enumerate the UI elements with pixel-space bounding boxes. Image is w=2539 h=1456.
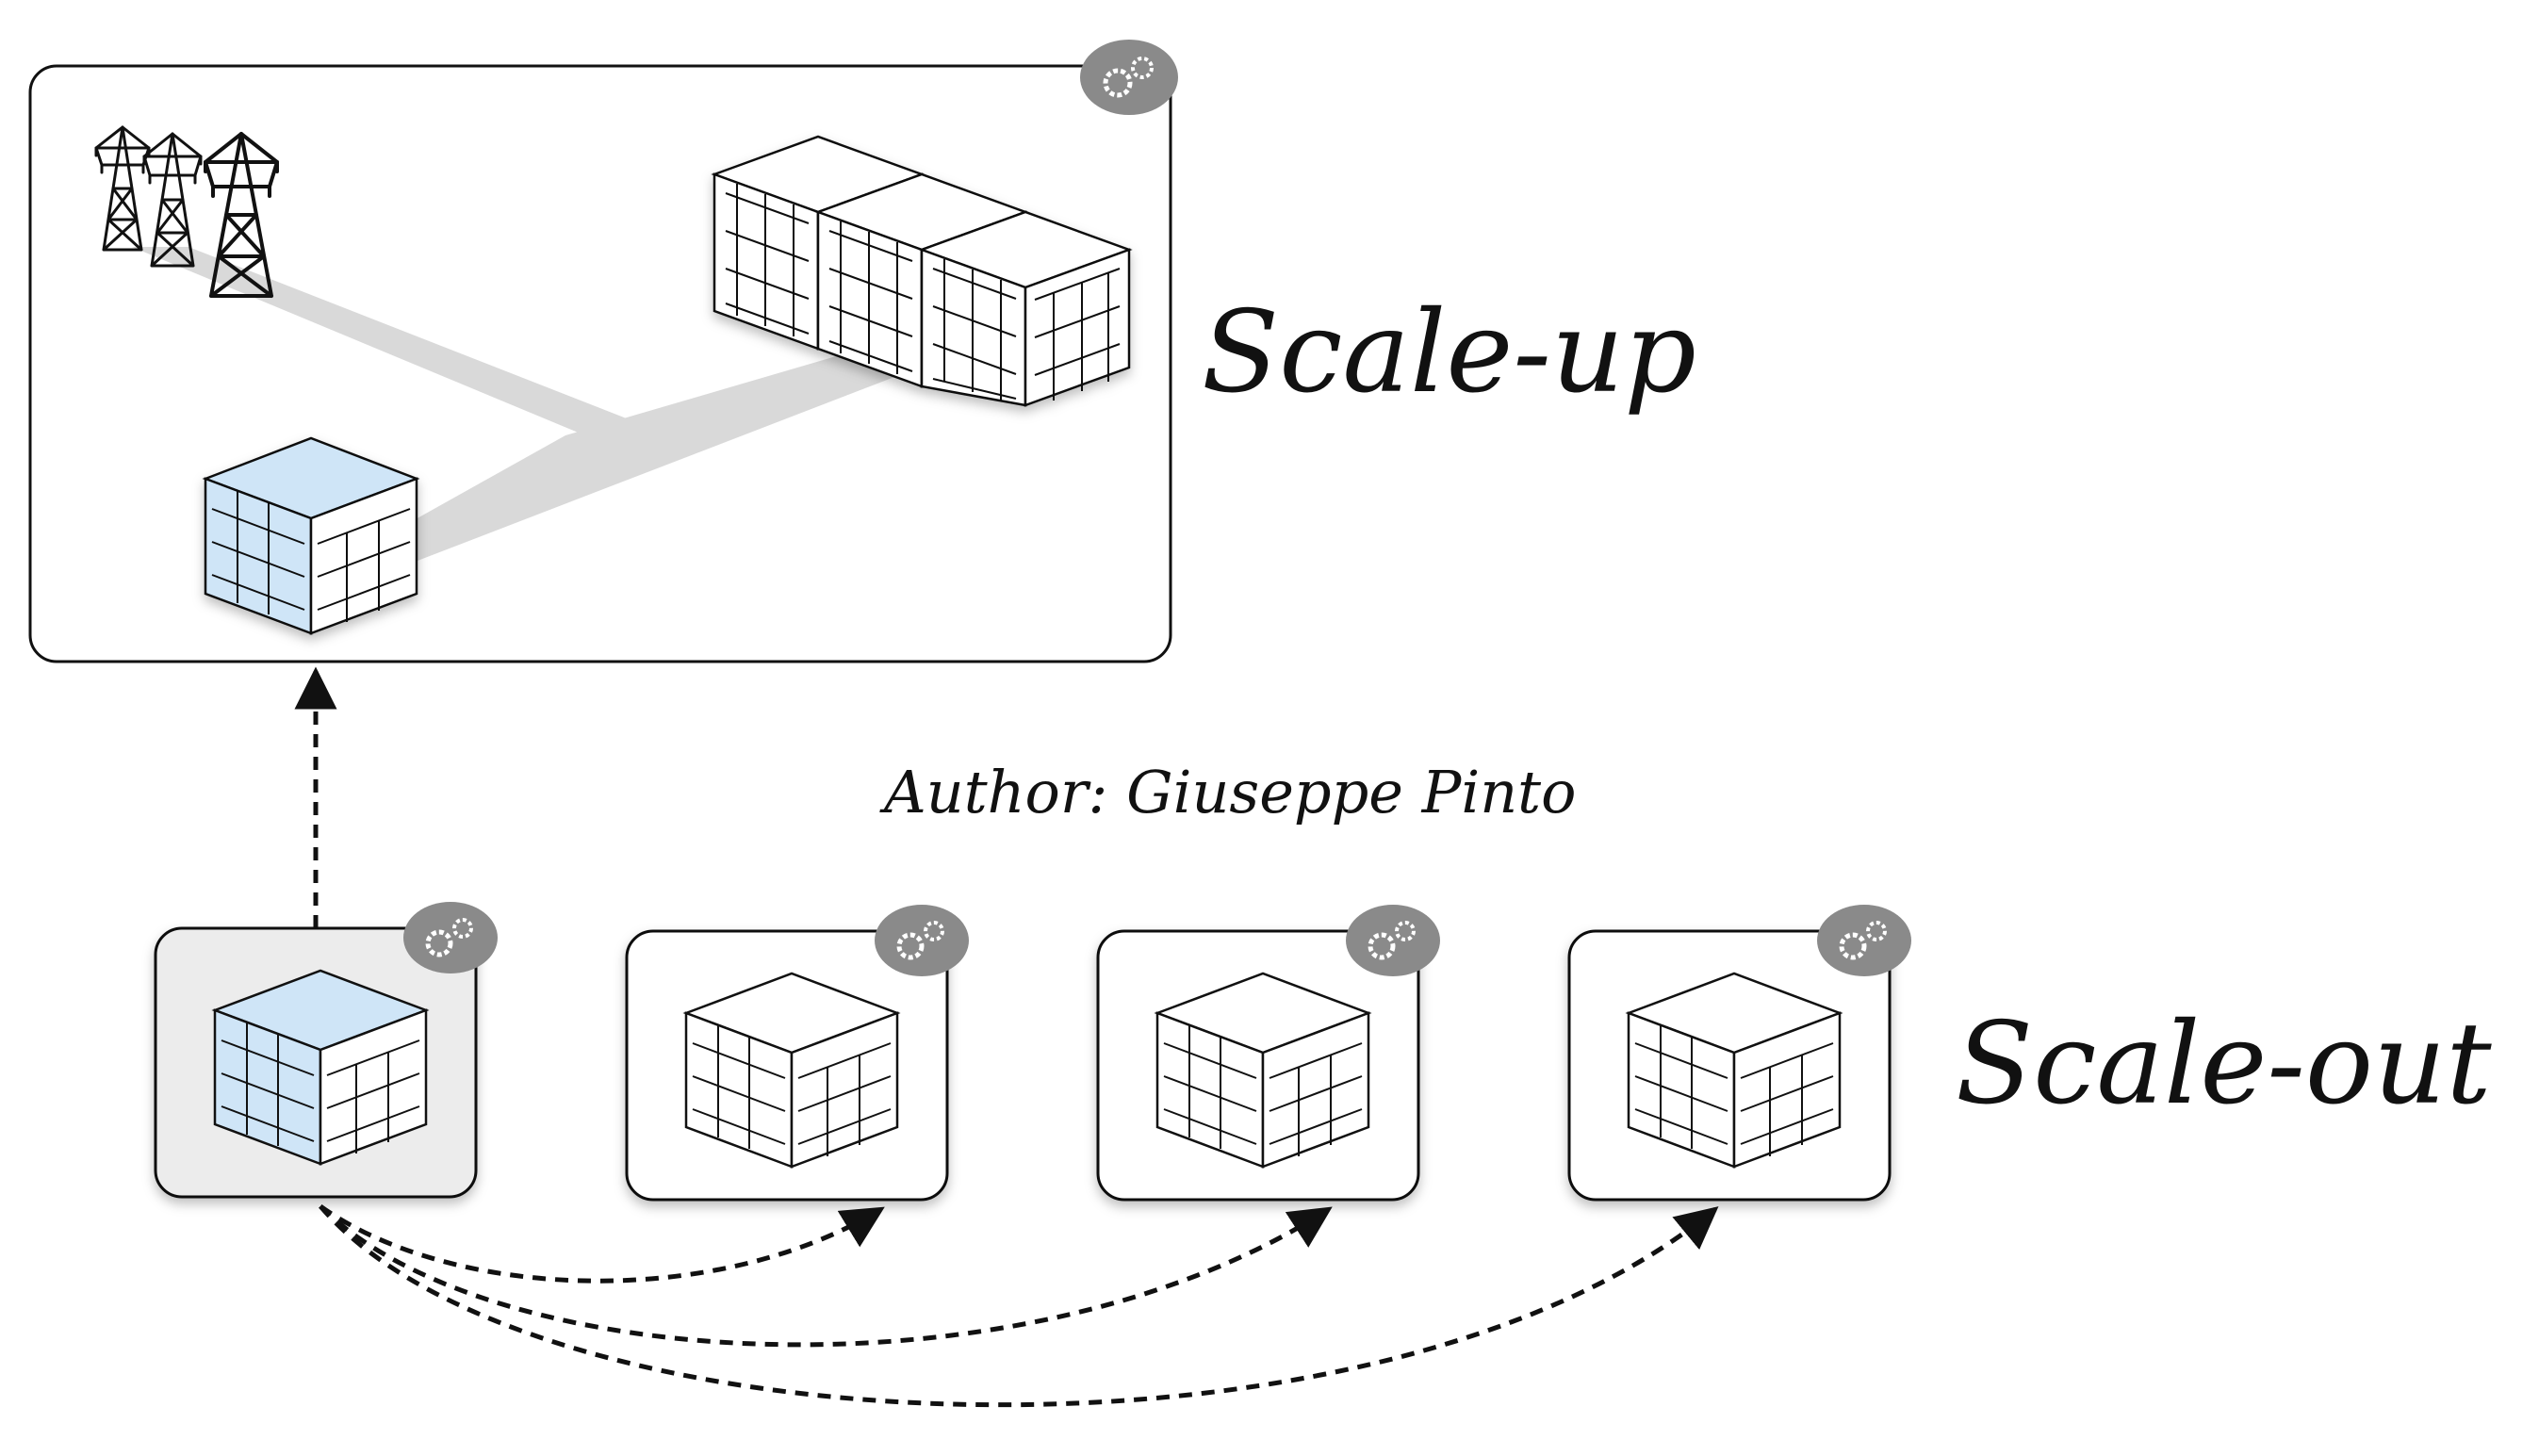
isometric-building-icon	[1154, 972, 1372, 1169]
gears-cloud-icon	[403, 902, 498, 973]
scale-out-arrows	[319, 1203, 1719, 1408]
scale-out-box	[154, 902, 498, 1199]
highlighted-building-icon	[211, 969, 430, 1166]
scale-out-box	[1567, 905, 1911, 1202]
author-label: Author: Giuseppe Pinto	[879, 758, 1576, 826]
arrow-to-box-4	[319, 1204, 1719, 1408]
isometric-building-icon	[1625, 972, 1843, 1169]
arrow-to-box-2	[319, 1203, 885, 1284]
highlighted-building-icon	[202, 436, 420, 635]
scale-out-box	[1096, 905, 1440, 1202]
arrow-to-box-3	[319, 1204, 1333, 1348]
isometric-building-icon	[711, 135, 1133, 407]
scale-up-panel	[28, 40, 1178, 663]
scale-out-box	[625, 905, 969, 1202]
scale-out-panel	[154, 902, 1911, 1408]
scale-up-label: Scale-up	[1202, 287, 1696, 418]
transmission-tower-icon	[94, 125, 279, 298]
scale-out-label: Scale-out	[1956, 999, 2492, 1130]
gears-cloud-icon	[875, 905, 969, 976]
gears-cloud-icon	[1817, 905, 1911, 976]
gears-cloud-icon	[1346, 905, 1440, 976]
isometric-building-icon	[682, 972, 901, 1169]
gears-cloud-icon	[1080, 40, 1178, 115]
